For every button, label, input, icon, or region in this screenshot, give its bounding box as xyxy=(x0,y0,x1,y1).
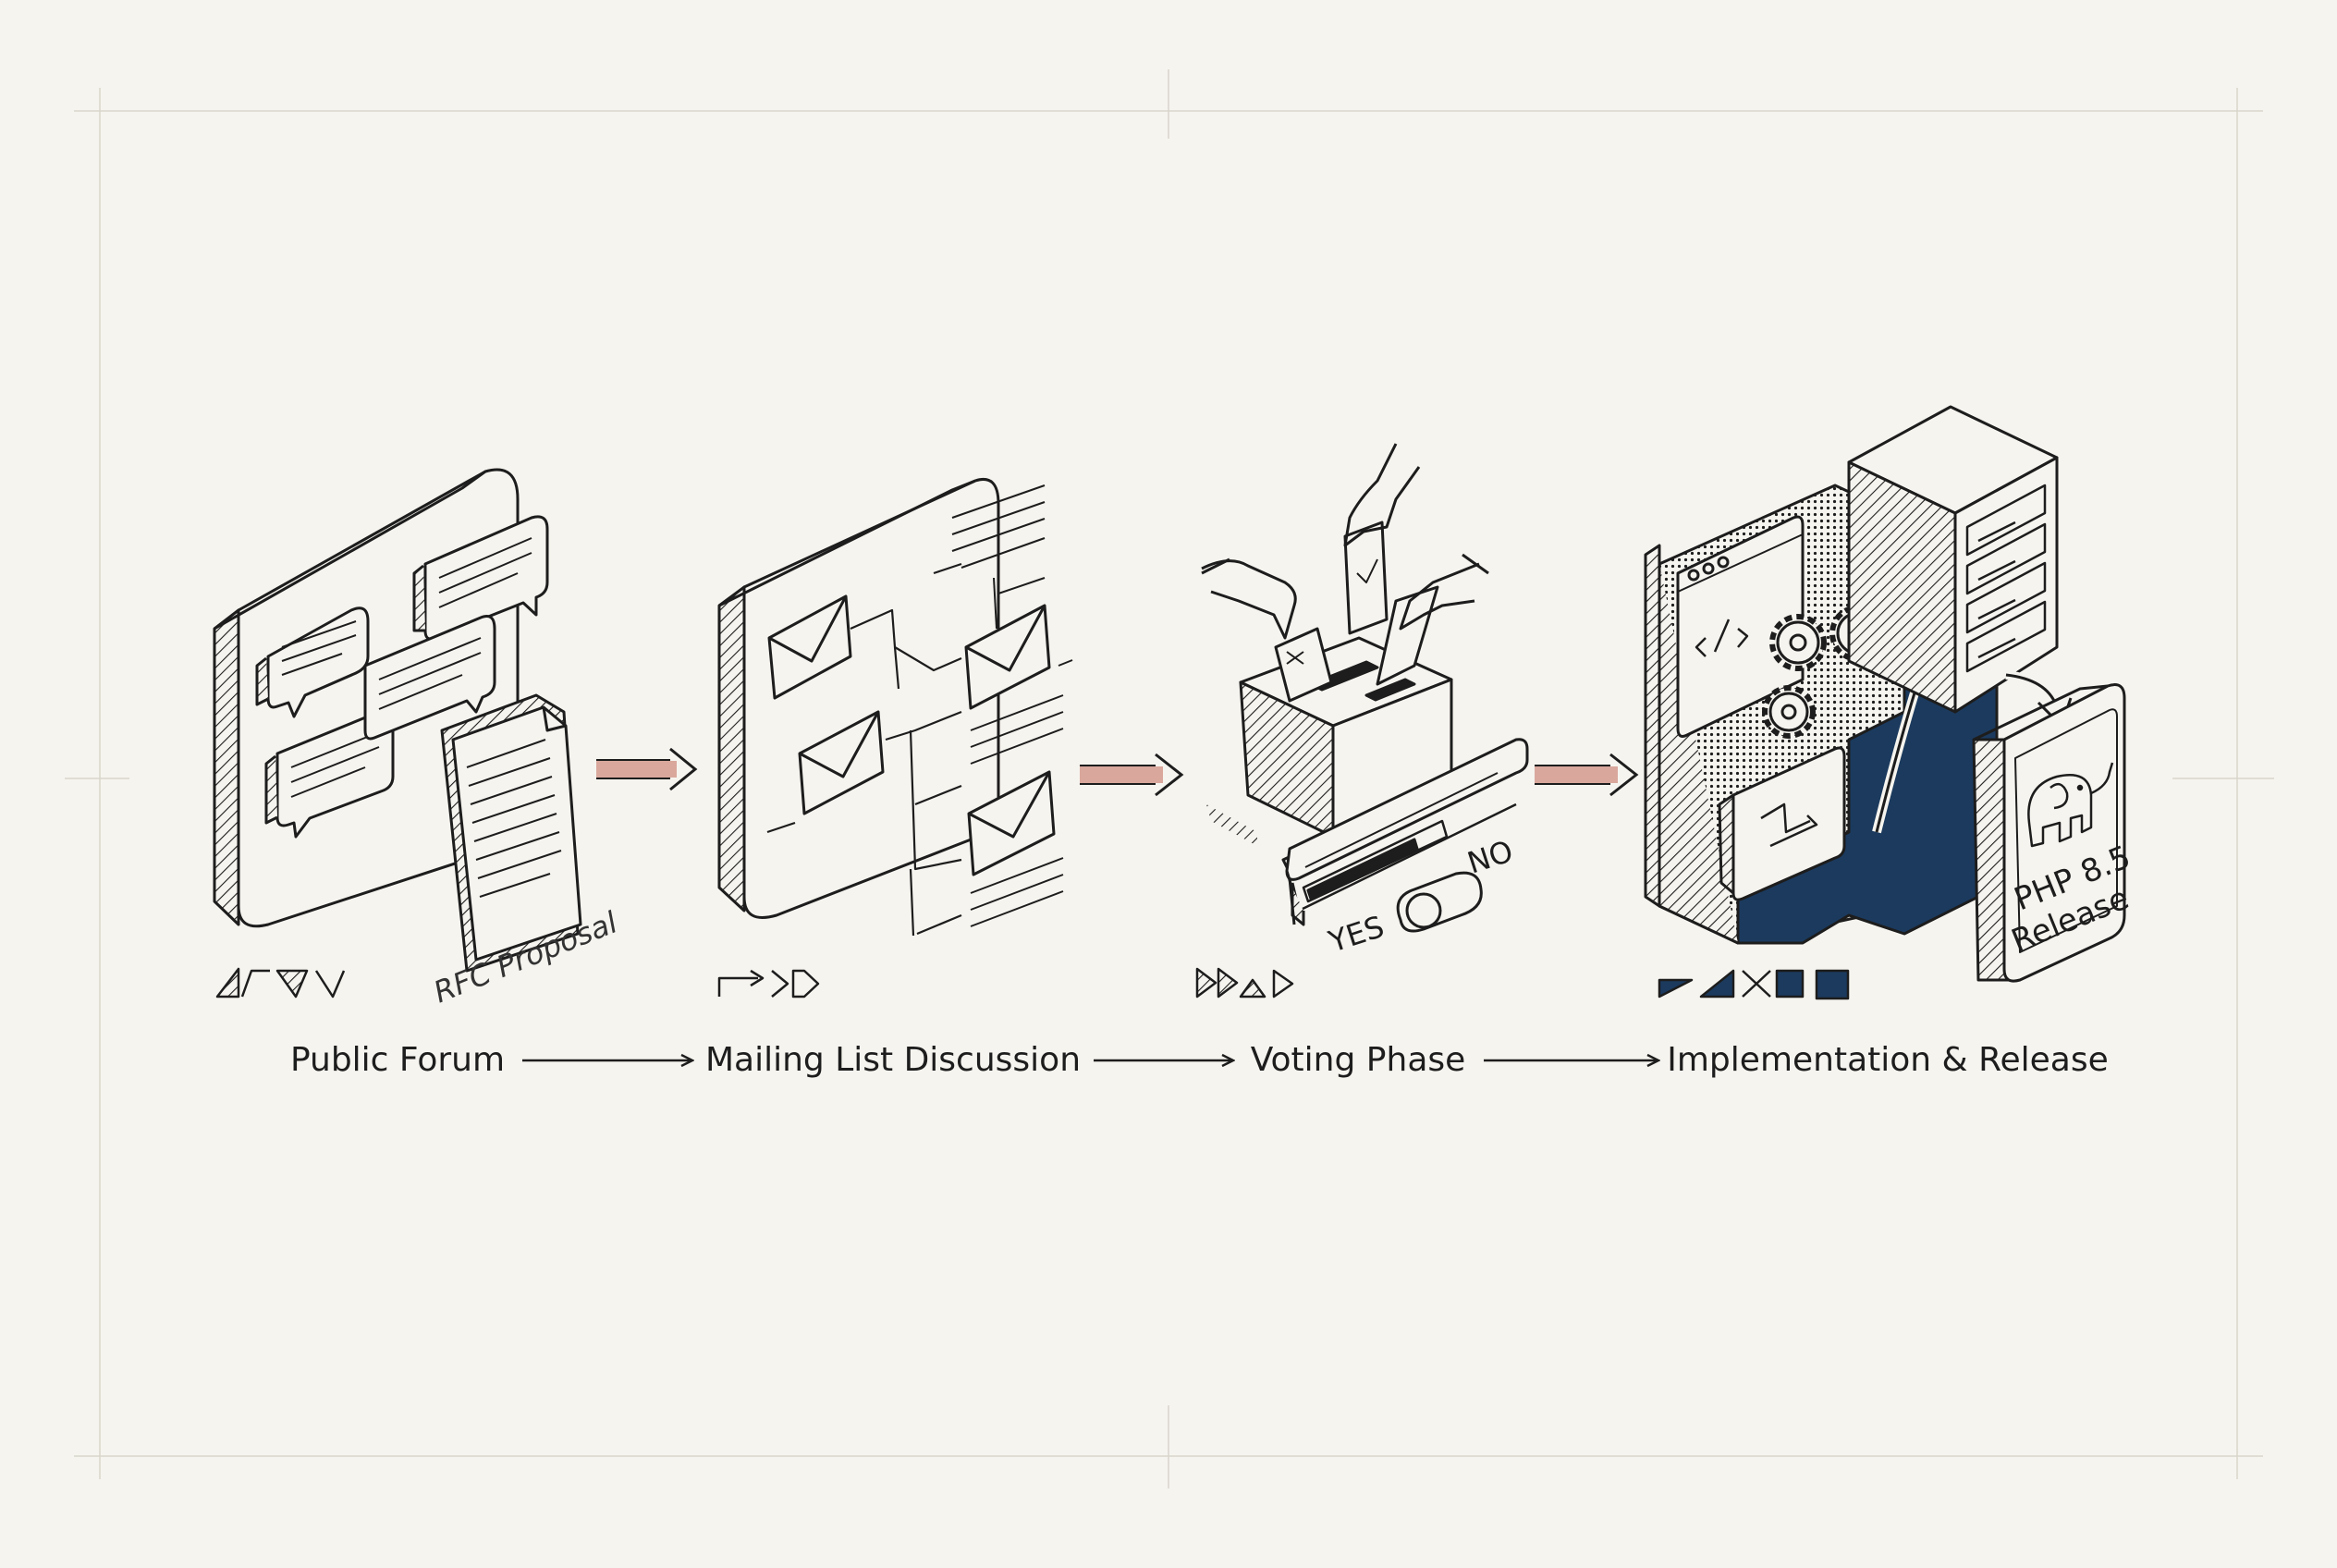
vote-yes-label: YES xyxy=(1324,909,1389,960)
forum-glyph-strip xyxy=(215,967,346,998)
elephant-icon xyxy=(2027,762,2114,848)
implementation-illustration: PHP 8.5 Release xyxy=(1644,405,2135,1000)
flow-arrow-2 xyxy=(1080,753,1184,797)
voting-glyph-strip xyxy=(1195,967,1294,998)
vote-no-label: NO xyxy=(1463,833,1517,880)
voting-illustration: YES NO xyxy=(1195,443,1529,998)
chat-board-icon xyxy=(213,468,549,928)
ballot-box-icon xyxy=(1201,443,1529,933)
flow-arrow-1 xyxy=(596,747,698,791)
stage-label-row: Public Forum Mailing List Discussion Vot… xyxy=(290,1041,2109,1079)
stage-label-implementation: Implementation & Release xyxy=(1667,1041,2108,1079)
mailing-glyph-strip xyxy=(717,969,820,998)
release-glyph-strip xyxy=(1658,969,1850,1000)
flow-arrow-3 xyxy=(1535,753,1639,797)
server-release-icon xyxy=(1644,405,2126,983)
stage-label-voting: Voting Phase xyxy=(1251,1041,1466,1079)
frame-lines xyxy=(65,69,2274,1488)
stage-label-mailing-list: Mailing List Discussion xyxy=(705,1041,1081,1079)
mailing-list-illustration xyxy=(717,478,1073,998)
stage-label-public-forum: Public Forum xyxy=(290,1041,505,1079)
rfc-document-icon xyxy=(440,693,582,973)
mailing-list-icon xyxy=(717,478,1073,937)
public-forum-illustration: RFC Proposal xyxy=(213,468,622,1010)
